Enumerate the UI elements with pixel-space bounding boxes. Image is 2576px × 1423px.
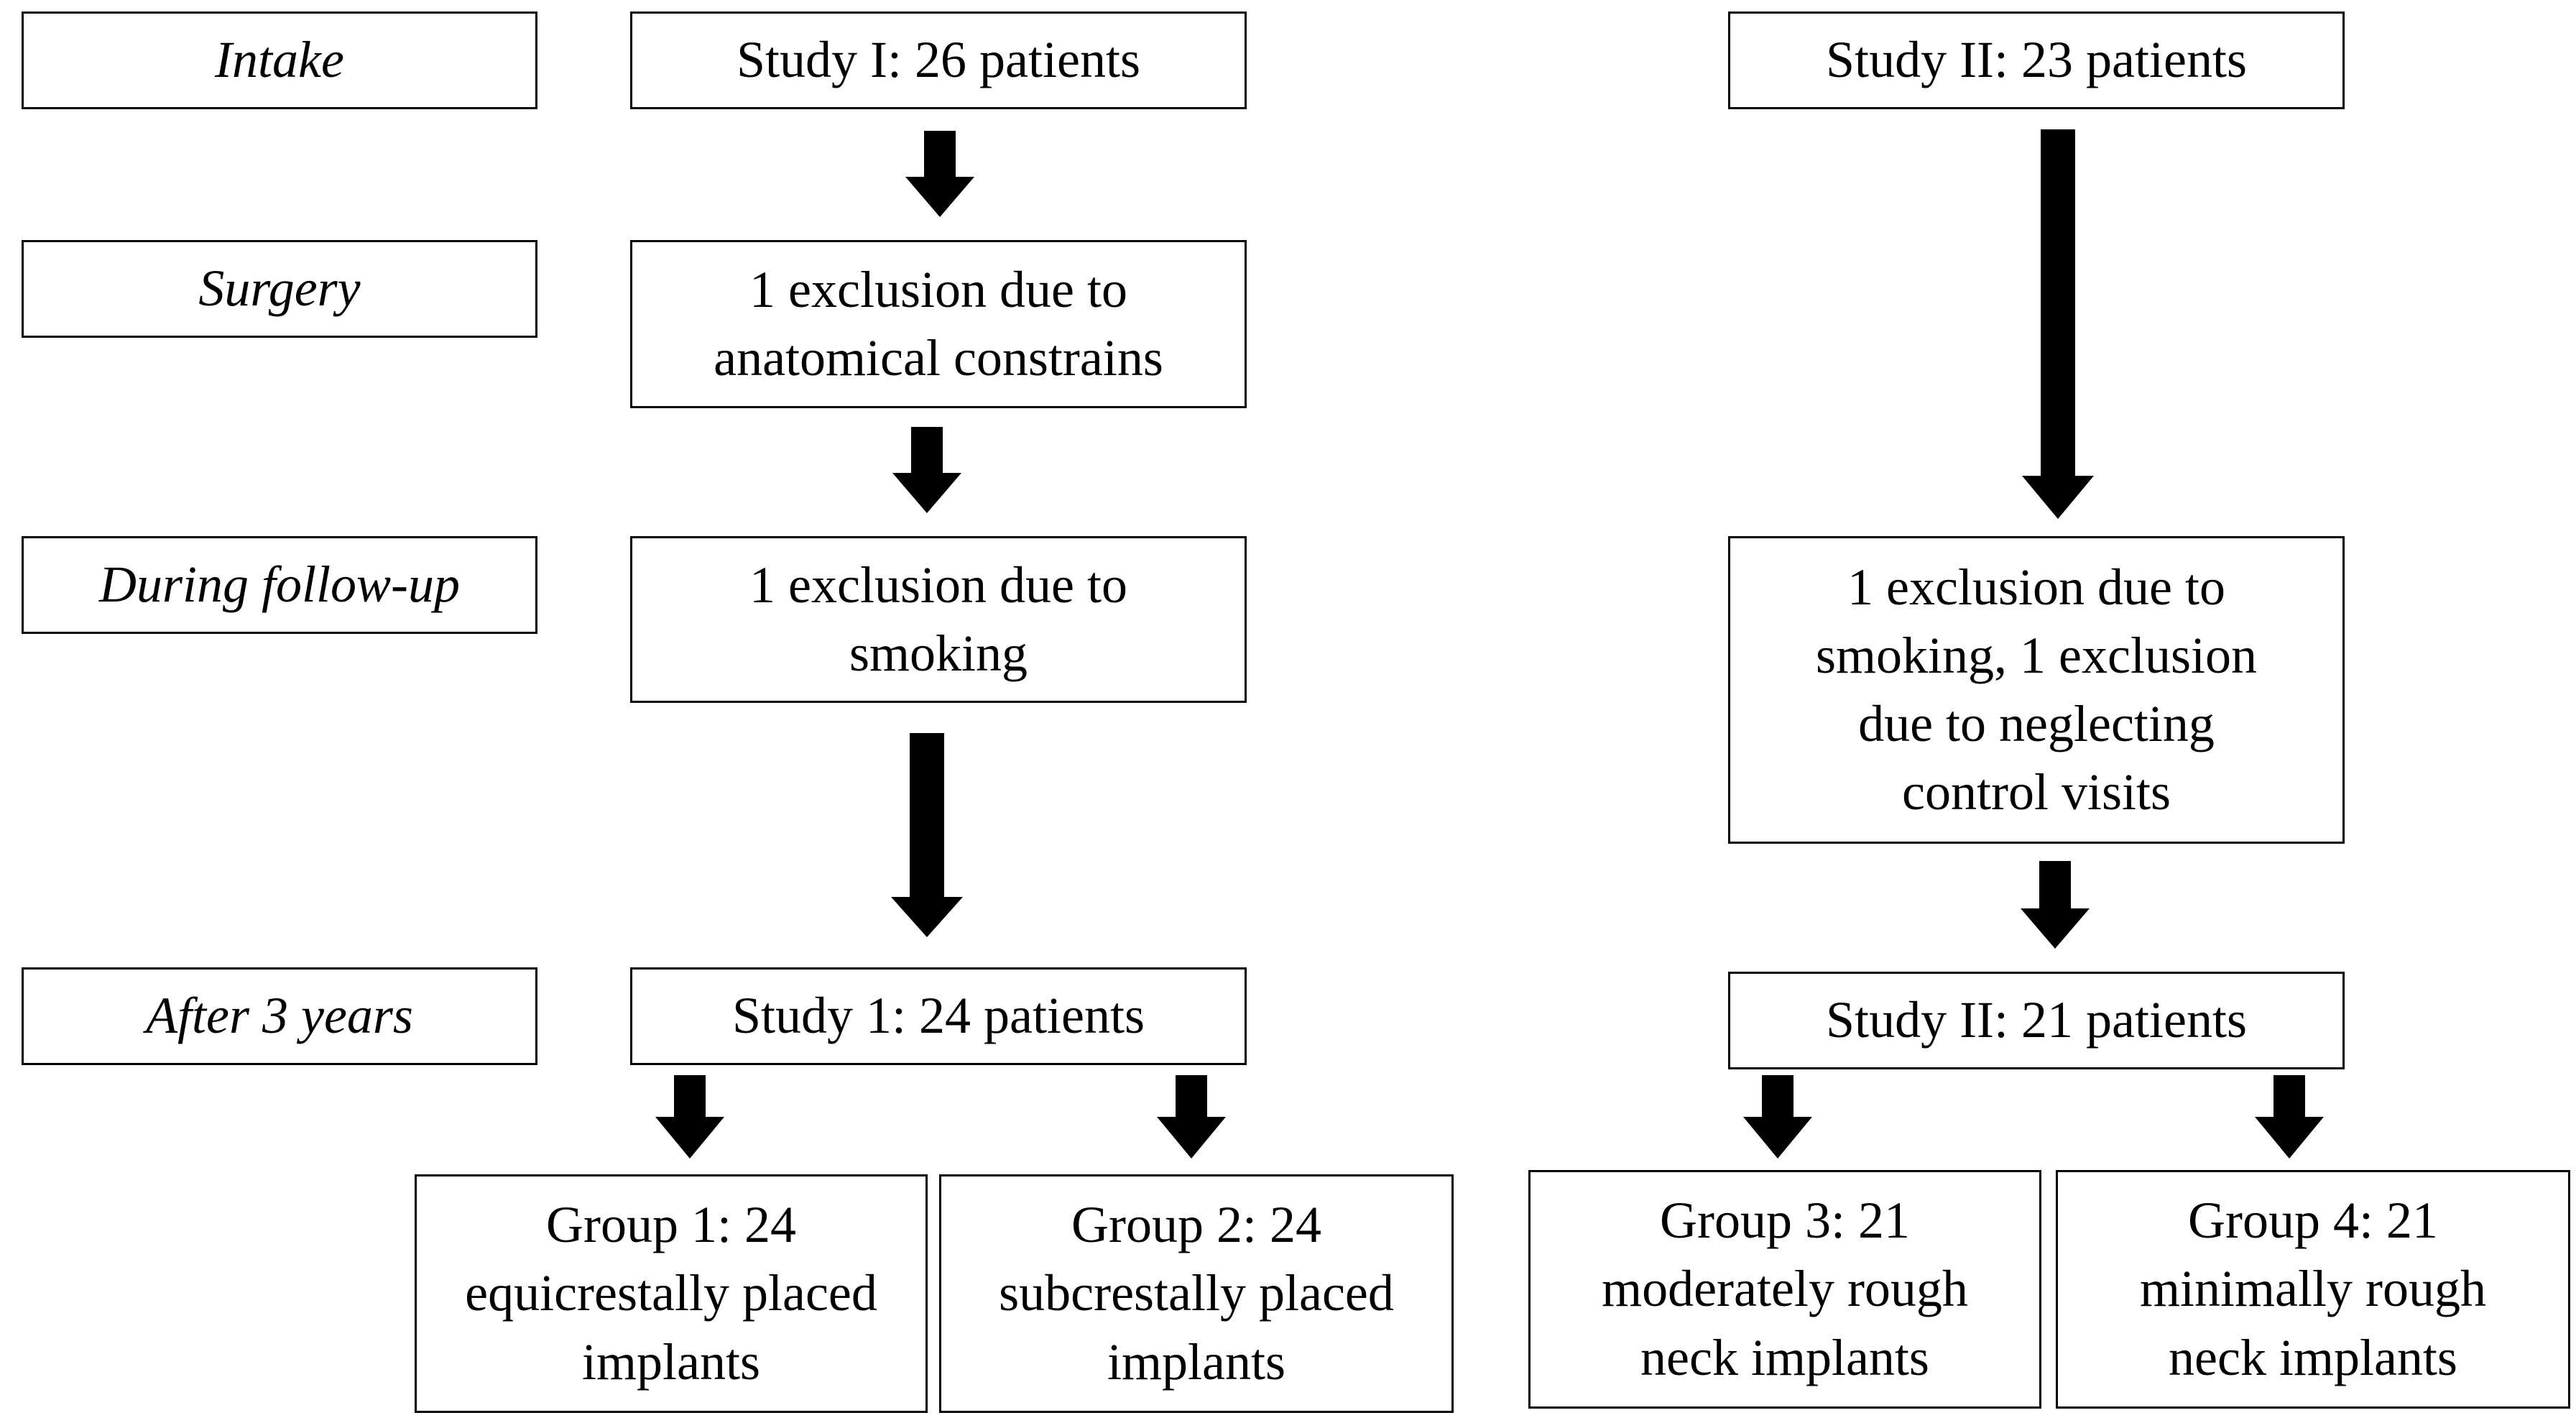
arrow-to-group1 (655, 1075, 724, 1159)
group1-box: Group 1: 24 equicrestally placed implant… (415, 1174, 928, 1413)
arrow-study1-surgery-to-followup (892, 427, 961, 513)
study1-after-box: Study 1: 24 patients (630, 967, 1247, 1065)
group3-box: Group 3: 21 moderately rough neck implan… (1528, 1170, 2041, 1409)
arrow-study2-intake-to-followup (2022, 129, 2094, 519)
group4-box: Group 4: 21 minimally rough neck implant… (2056, 1170, 2570, 1409)
stage-surgery: Surgery (22, 240, 537, 338)
arrow-study1-followup-to-after (891, 733, 963, 937)
arrow-study1-intake-to-surgery (905, 131, 974, 217)
stage-during-follow-up: During follow-up (22, 536, 537, 634)
arrow-study2-followup-to-after (2021, 861, 2090, 949)
stage-intake: Intake (22, 11, 537, 109)
study1-surgery-exclusion-box: 1 exclusion due to anatomical constrains (630, 240, 1247, 408)
stage-after-3-years: After 3 years (22, 967, 537, 1065)
arrow-to-group2 (1157, 1075, 1226, 1159)
study1-intake-box: Study I: 26 patients (630, 11, 1247, 109)
arrow-to-group4 (2255, 1075, 2324, 1159)
study2-after-box: Study II: 21 patients (1728, 972, 2345, 1069)
study2-followup-exclusion-box: 1 exclusion due to smoking, 1 exclusion … (1728, 536, 2345, 844)
study1-followup-exclusion-box: 1 exclusion due to smoking (630, 536, 1247, 703)
group2-box: Group 2: 24 subcrestally placed implants (939, 1174, 1454, 1413)
arrow-to-group3 (1743, 1075, 1812, 1159)
study2-intake-box: Study II: 23 patients (1728, 11, 2345, 109)
